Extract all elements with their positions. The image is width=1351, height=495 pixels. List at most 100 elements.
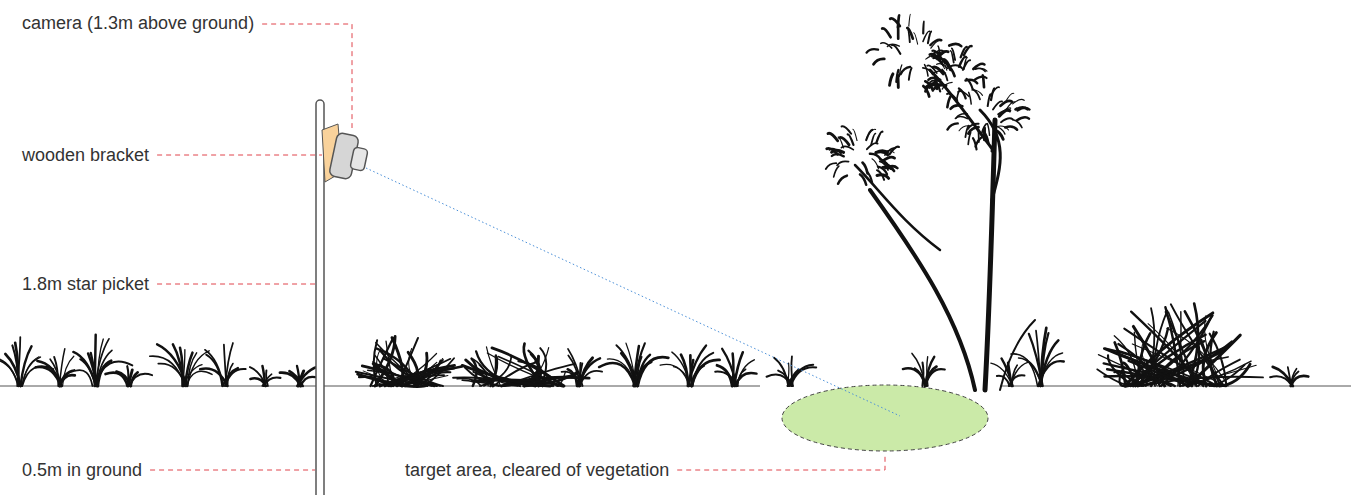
foliage-stroke <box>914 33 918 44</box>
grass-tuft <box>660 345 719 386</box>
grass-blade <box>1273 367 1293 386</box>
callout-label: wooden bracket <box>22 144 149 166</box>
foliage-stroke <box>909 14 910 26</box>
foliage-stroke <box>870 154 881 160</box>
grass-blade <box>173 344 183 386</box>
grass-blade <box>264 377 281 386</box>
foliage-stroke <box>951 105 963 108</box>
grass-tuft <box>562 349 603 386</box>
grass-blade <box>717 365 732 386</box>
foliage-stroke <box>992 140 996 151</box>
foliage-stroke <box>984 132 989 143</box>
foliage-stroke <box>1013 99 1024 103</box>
foliage-stroke <box>937 64 948 69</box>
foliage-stroke <box>871 134 875 145</box>
leader-line <box>157 284 315 285</box>
foliage-stroke <box>961 47 967 57</box>
shrub <box>453 344 589 387</box>
foliage-stroke <box>839 137 849 144</box>
foliage-stroke <box>896 70 898 82</box>
foliage-stroke <box>867 129 876 137</box>
foliage-stroke <box>872 159 879 169</box>
foliage-stroke <box>972 90 983 95</box>
grass-tuft <box>36 349 75 386</box>
foliage-stroke <box>853 129 857 140</box>
shrub-branch <box>424 372 450 386</box>
callout-label: camera (1.3m above ground) <box>22 12 254 34</box>
grass-blade <box>54 357 58 386</box>
camera-lens <box>350 147 368 171</box>
foliage-stroke <box>974 68 986 71</box>
foliage-stroke <box>988 94 991 106</box>
grass-blade <box>1009 375 1024 386</box>
foliage-stroke <box>968 124 979 129</box>
foliage-stroke <box>957 90 960 102</box>
grass-tuft <box>1270 367 1308 386</box>
grass-tuft <box>1011 328 1064 386</box>
shrub-branch <box>359 377 389 386</box>
grass-blade <box>157 344 187 386</box>
foliage-stroke <box>947 96 951 107</box>
grass-tuft <box>280 366 321 386</box>
tree-trunk <box>985 120 995 390</box>
tree <box>826 14 1035 390</box>
foliage-stroke <box>901 67 911 74</box>
callout-label: target area, cleared of vegetation <box>405 459 669 481</box>
grass-blade <box>1039 353 1062 386</box>
shrub-branch <box>362 366 397 386</box>
grass-blade <box>735 373 756 386</box>
grass-blade <box>129 374 152 386</box>
grass-tuft <box>200 343 245 386</box>
grass-blade <box>681 355 688 386</box>
foliage-stroke <box>956 114 967 118</box>
foliage-stroke <box>922 21 925 33</box>
grass-tuft <box>599 343 668 386</box>
foliage-stroke <box>1001 118 1013 122</box>
sight-line <box>366 168 900 416</box>
foliage-stroke <box>975 77 987 80</box>
tree-trunk <box>930 70 993 150</box>
grass-blade <box>17 337 20 386</box>
foliage-stroke <box>995 130 1003 139</box>
foliage-stroke <box>987 124 989 136</box>
shrub <box>1097 304 1263 387</box>
grass-blade <box>60 375 75 386</box>
grass-blade <box>912 353 926 386</box>
foliage-stroke <box>898 15 899 27</box>
grass-blade <box>1011 362 1028 386</box>
grass-tuft <box>250 366 281 386</box>
grass-blade <box>1291 376 1308 386</box>
foliage-stroke <box>996 126 1005 134</box>
shrub-branch <box>1118 344 1159 386</box>
foliage-stroke <box>1013 120 1022 128</box>
tree-trunk <box>980 110 1000 200</box>
foliage-stroke <box>1001 101 1012 106</box>
foliage-stroke <box>887 44 899 46</box>
foliage-stroke <box>860 174 866 184</box>
grass-blade <box>1038 361 1064 386</box>
foliage-stroke <box>949 44 961 46</box>
shrub-branch <box>457 378 481 386</box>
foliage-stroke <box>867 49 879 53</box>
grass-tuft <box>903 353 945 386</box>
foliage-stroke <box>885 166 897 168</box>
foliage-stroke <box>848 134 854 145</box>
grass-blade <box>692 360 720 386</box>
foliage-stroke <box>889 147 898 155</box>
scene <box>0 14 1351 495</box>
shrub-branch <box>1138 315 1212 386</box>
grass-blade <box>301 377 315 386</box>
grass-blade <box>180 348 183 386</box>
shrub-branch <box>462 365 550 386</box>
grass-tuft <box>150 344 212 386</box>
foliage-stroke <box>826 163 836 169</box>
grass-blade <box>774 358 788 386</box>
foliage-stroke <box>838 176 847 184</box>
leader-lines <box>150 24 885 470</box>
foliage-stroke <box>882 28 890 37</box>
foliage-stroke <box>927 65 937 73</box>
callout-label: 0.5m in ground <box>22 459 142 481</box>
foliage-stroke <box>999 110 1010 116</box>
leader-line <box>150 470 315 471</box>
